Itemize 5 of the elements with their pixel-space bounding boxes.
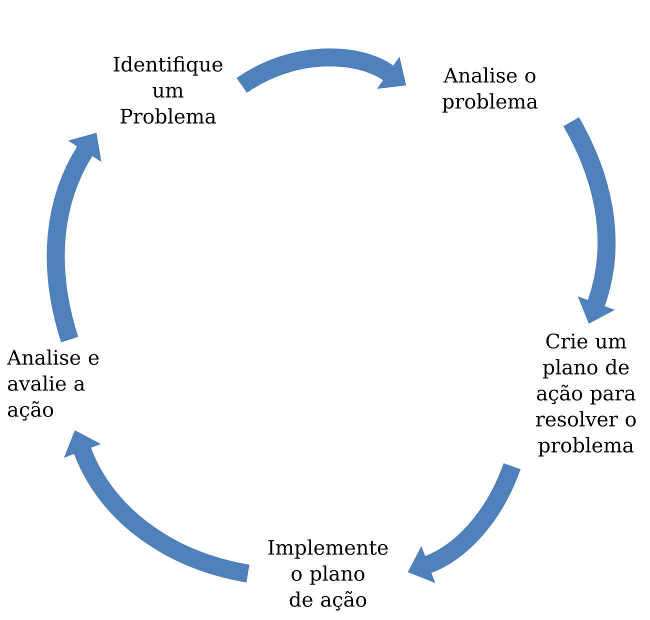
step-label: Analise o problema xyxy=(442,67,538,113)
step-label: Identifique um Problema xyxy=(114,56,222,124)
step-label: Implemente o plano de ação xyxy=(268,539,388,610)
step-label: Crie um plano de ação para resolver o problema xyxy=(536,334,636,456)
step-label: Analise e avalie a ação xyxy=(6,349,99,420)
